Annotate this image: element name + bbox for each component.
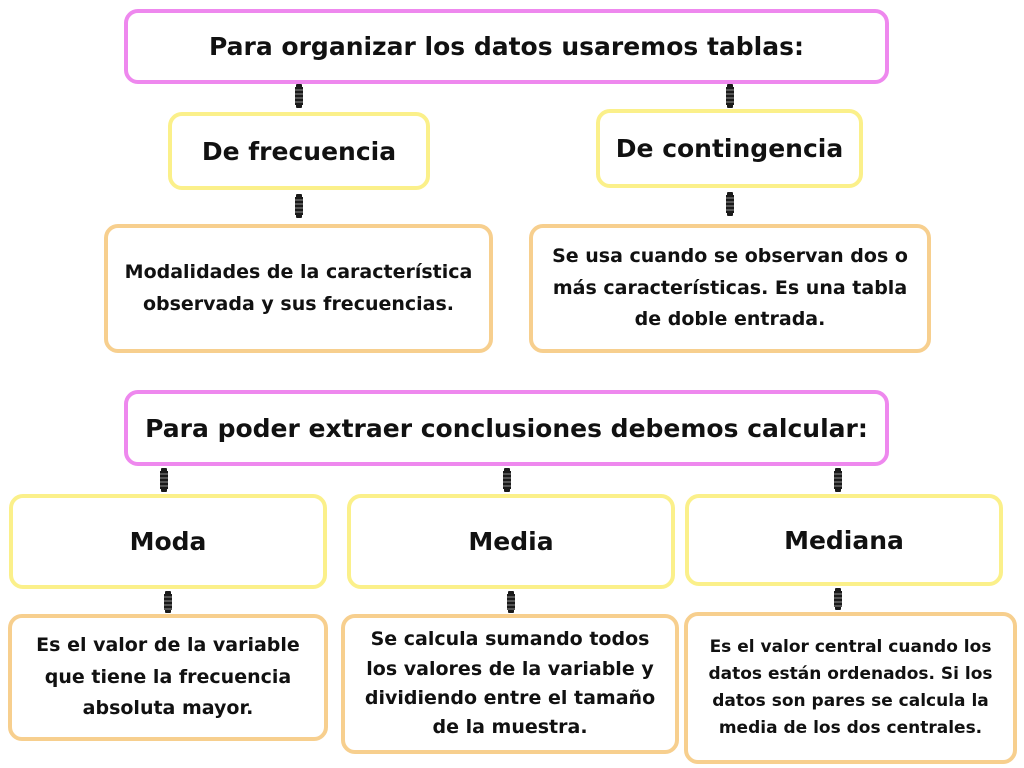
organize-title: Para organizar los datos usaremos tablas… [209,32,804,61]
mean-description-box: Se calcula sumando todos los valores de … [341,614,679,754]
connector-organize-frequency [295,84,303,108]
conclusions-title: Para poder extraer conclusiones debemos … [145,413,868,443]
mode-heading: Moda [129,527,207,556]
frequency-table-heading: De frecuencia [201,136,397,166]
conclusions-title-box: Para poder extraer conclusiones debemos … [124,390,889,466]
contingency-table-heading: De contingencia [615,134,844,163]
contingency-table-box: De contingencia [596,109,863,188]
connector-contingency-description [726,192,734,216]
median-box: Mediana [685,494,1003,586]
median-description-box: Es el valor central cuando los datos est… [684,612,1017,764]
organize-title-box: Para organizar los datos usaremos tablas… [124,9,889,84]
connector-organize-contingency [726,84,734,108]
median-description: Es el valor central cuando los datos est… [708,636,993,739]
mean-heading: Media [468,527,554,556]
mode-description: Es el valor de la variable que tiene la … [36,634,300,720]
connector-conclusions-mean [503,468,511,492]
median-heading: Mediana [784,525,904,555]
connector-frequency-description [295,194,303,218]
mode-description-box: Es el valor de la variable que tiene la … [8,614,328,741]
contingency-description-box: Se usa cuando se observan dos o más cara… [529,224,931,353]
connector-conclusions-median [834,468,842,492]
frequency-description: Modalidades de la característica observa… [124,261,473,315]
connector-conclusions-mode [160,468,168,492]
connector-median-description [834,588,842,610]
mode-box: Moda [9,494,327,589]
connector-mean-description [507,591,515,613]
frequency-table-box: De frecuencia [168,112,430,190]
mean-description: Se calcula sumando todos los valores de … [364,628,656,739]
connector-mode-description [164,591,172,613]
contingency-description: Se usa cuando se observan dos o más cara… [552,245,908,331]
mean-box: Media [347,494,675,589]
frequency-description-box: Modalidades de la característica observa… [104,224,493,353]
